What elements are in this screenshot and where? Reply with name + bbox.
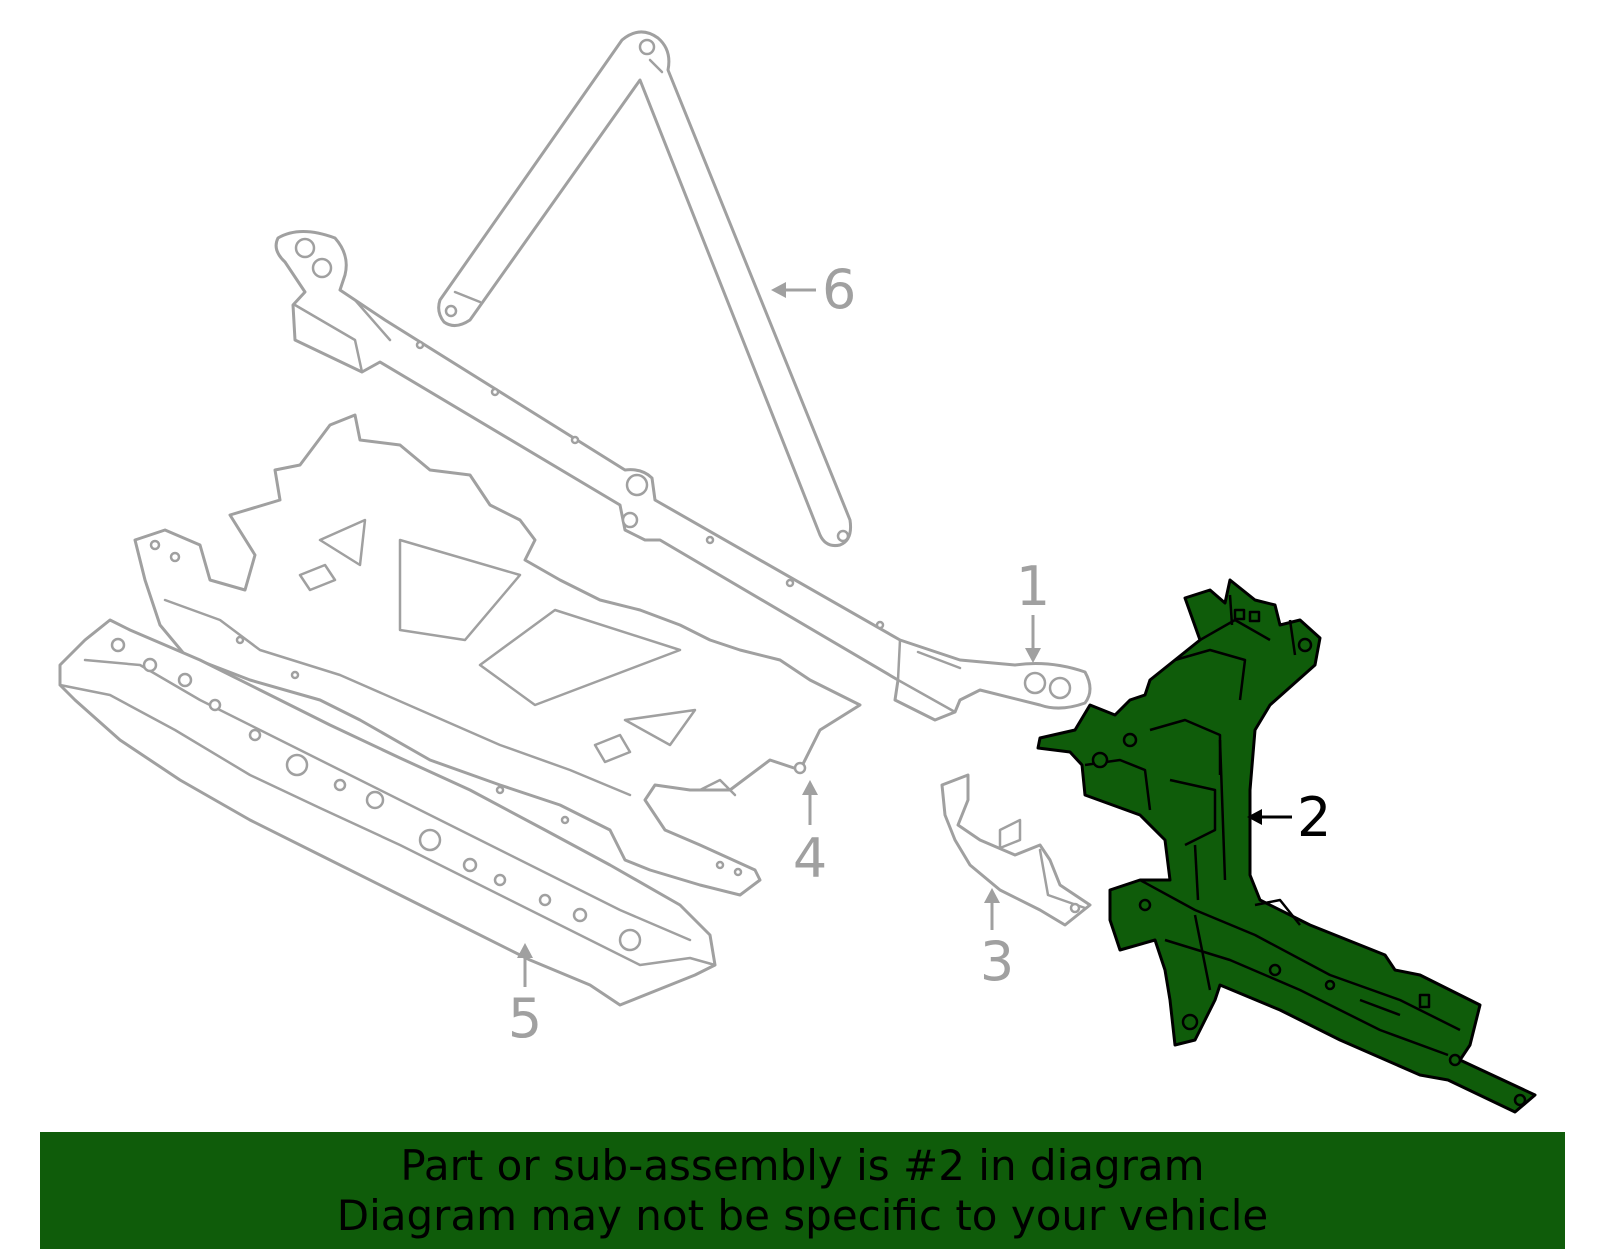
part-info-banner: Part or sub-assembly is #2 in diagram Di…	[40, 1132, 1565, 1249]
part-5-lower-bar[interactable]	[58, 618, 717, 1007]
svg-text:3: 3	[980, 930, 1014, 993]
callout-2: 2	[1247, 786, 1331, 849]
callout-5: 5	[508, 943, 542, 1050]
svg-text:6: 6	[822, 258, 856, 321]
svg-text:5: 5	[508, 987, 542, 1050]
part-4-lower-panel[interactable]	[133, 413, 862, 897]
part-1-upper-crossmember[interactable]	[274, 230, 1092, 722]
callout-4: 4	[793, 780, 827, 890]
part-3-shield[interactable]	[940, 773, 1092, 927]
svg-text:2: 2	[1297, 786, 1331, 849]
banner-line-1: Part or sub-assembly is #2 in diagram	[400, 1140, 1205, 1190]
callout-3: 3	[980, 888, 1014, 993]
part-2-radiator-support-side[interactable]	[1036, 578, 1537, 1114]
banner-line-2: Diagram may not be specific to your vehi…	[336, 1190, 1269, 1240]
part-6-brace[interactable]	[437, 30, 852, 547]
svg-text:4: 4	[793, 827, 827, 890]
callout-1: 1	[1016, 555, 1050, 663]
svg-text:1: 1	[1016, 555, 1050, 618]
callout-6: 6	[771, 258, 856, 321]
